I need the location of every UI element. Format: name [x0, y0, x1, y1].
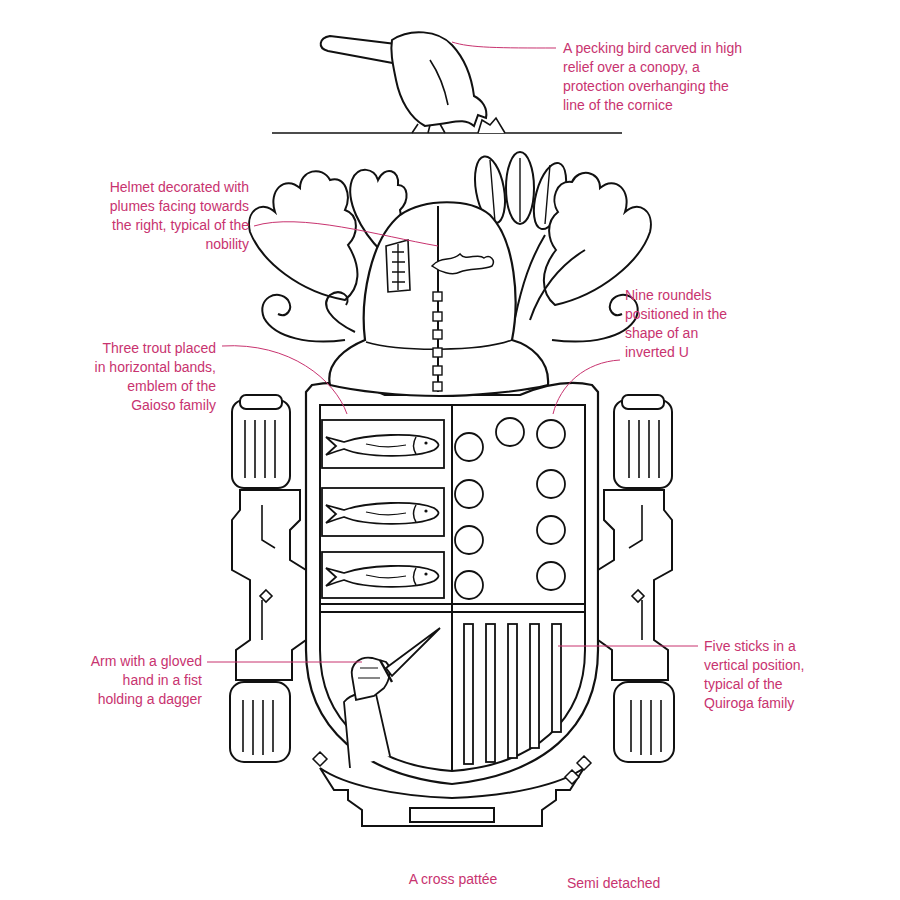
callout-holder: Nine roundels positioned in the shape of…: [625, 286, 737, 362]
callout-label: Semi detached: [567, 874, 707, 893]
callout-label: Five sticks in a vertical position, typi…: [704, 637, 828, 713]
quiroga-sticks-part: [530, 624, 539, 748]
callout-holder: Five sticks in a vertical position, typi…: [704, 637, 828, 713]
callout-holder: Helmet decorated with plumes facing towa…: [99, 178, 249, 254]
quiroga-sticks-part: [486, 624, 495, 762]
leader-lines-part: [254, 222, 438, 246]
trout-bands: [322, 420, 444, 598]
bottom-frame-part: [410, 808, 494, 822]
trout-bands-part: [322, 420, 444, 468]
trout-bands-part: [326, 566, 439, 587]
trout-bands-part: [326, 435, 439, 456]
leader-lines-part: [452, 42, 556, 48]
bottom-frame-part: [320, 768, 584, 826]
pecking-bird-part: [272, 132, 622, 134]
trout-bands-part: [322, 552, 444, 598]
roundels: [455, 418, 565, 599]
shield-part: [306, 383, 598, 784]
leader-lines-part: [222, 346, 347, 414]
bottom-frame-part: [313, 752, 591, 784]
side-ornaments-part: [598, 395, 674, 762]
helmet-part-part: [433, 292, 442, 301]
side-ornaments: [230, 395, 674, 762]
helmet-part: [432, 254, 493, 274]
helmet-part-part: [433, 330, 442, 339]
roundels-part: [537, 562, 565, 590]
quiroga-sticks-part: [552, 624, 561, 732]
callout-label: Helmet decorated with plumes facing towa…: [99, 178, 249, 254]
callout-label: Nine roundels positioned in the shape of…: [625, 286, 737, 362]
arm-with-dagger-part: [344, 692, 390, 768]
helmet-part-part: [433, 312, 442, 321]
crest-leaves-part: [544, 173, 651, 305]
leader-lines-part: [207, 662, 362, 663]
roundels-part: [537, 420, 565, 448]
callout-holder: A pecking bird carved in high relief ove…: [563, 39, 743, 115]
quiroga-sticks-part: [508, 624, 517, 758]
roundels-part: [537, 516, 565, 544]
roundels-part: [455, 571, 483, 599]
helmet-part: [392, 244, 405, 290]
leader-lines-part: [558, 646, 698, 647]
roundels-part: [455, 433, 483, 461]
leader-lines: [207, 42, 698, 662]
leader-lines-part: [553, 360, 620, 414]
callout-holder: Semi detached: [567, 874, 707, 893]
callout-holder: Three trout placed in horizontal bands, …: [88, 339, 216, 415]
quiroga-sticks: [464, 624, 561, 764]
shield-part: [320, 405, 585, 771]
crest-leaves-part: [515, 235, 585, 320]
pecking-bird-part: [321, 36, 398, 64]
side-ornaments-part: [230, 395, 306, 762]
trout-bands-part: [326, 503, 439, 524]
shield-part: [320, 405, 585, 771]
shield: [306, 383, 598, 784]
crest-leaves-part: [326, 292, 355, 332]
pecking-bird-part: [478, 118, 505, 133]
crest-leaves-part: [490, 158, 550, 224]
arm-with-dagger-part: [386, 628, 440, 676]
arm-with-dagger-part: [380, 660, 392, 682]
helmet-part-part: [433, 366, 442, 375]
helmet-part-part: [433, 348, 442, 357]
arm-with-dagger: [344, 628, 440, 768]
trout-bands-part: [322, 488, 444, 536]
quiroga-sticks-part: [464, 624, 473, 764]
helmet-part: [433, 292, 442, 391]
roundels-part: [455, 480, 483, 508]
bottom-frame: [313, 752, 591, 826]
pecking-bird-part: [412, 60, 448, 133]
helmet-part-part: [433, 382, 442, 391]
roundels-part: [537, 470, 565, 498]
callout-label: A cross pattée: [373, 870, 533, 889]
arm-with-dagger-part: [358, 668, 380, 678]
callout-label: Three trout placed in horizontal bands, …: [88, 339, 216, 415]
helmet-part: [386, 240, 410, 292]
roundels-part: [496, 418, 524, 446]
roundels-part: [455, 526, 483, 554]
crest-leaves-part: [249, 171, 357, 300]
callout-label: Arm with a gloved hand in a fist holding…: [74, 652, 202, 709]
callout-holder: Arm with a gloved hand in a fist holding…: [74, 652, 202, 709]
arm-with-dagger-part: [352, 658, 390, 700]
crest-leaves-part: [552, 295, 638, 342]
callout-label: A pecking bird carved in high relief ove…: [563, 39, 743, 115]
callout-holder: A cross pattée: [373, 870, 533, 889]
